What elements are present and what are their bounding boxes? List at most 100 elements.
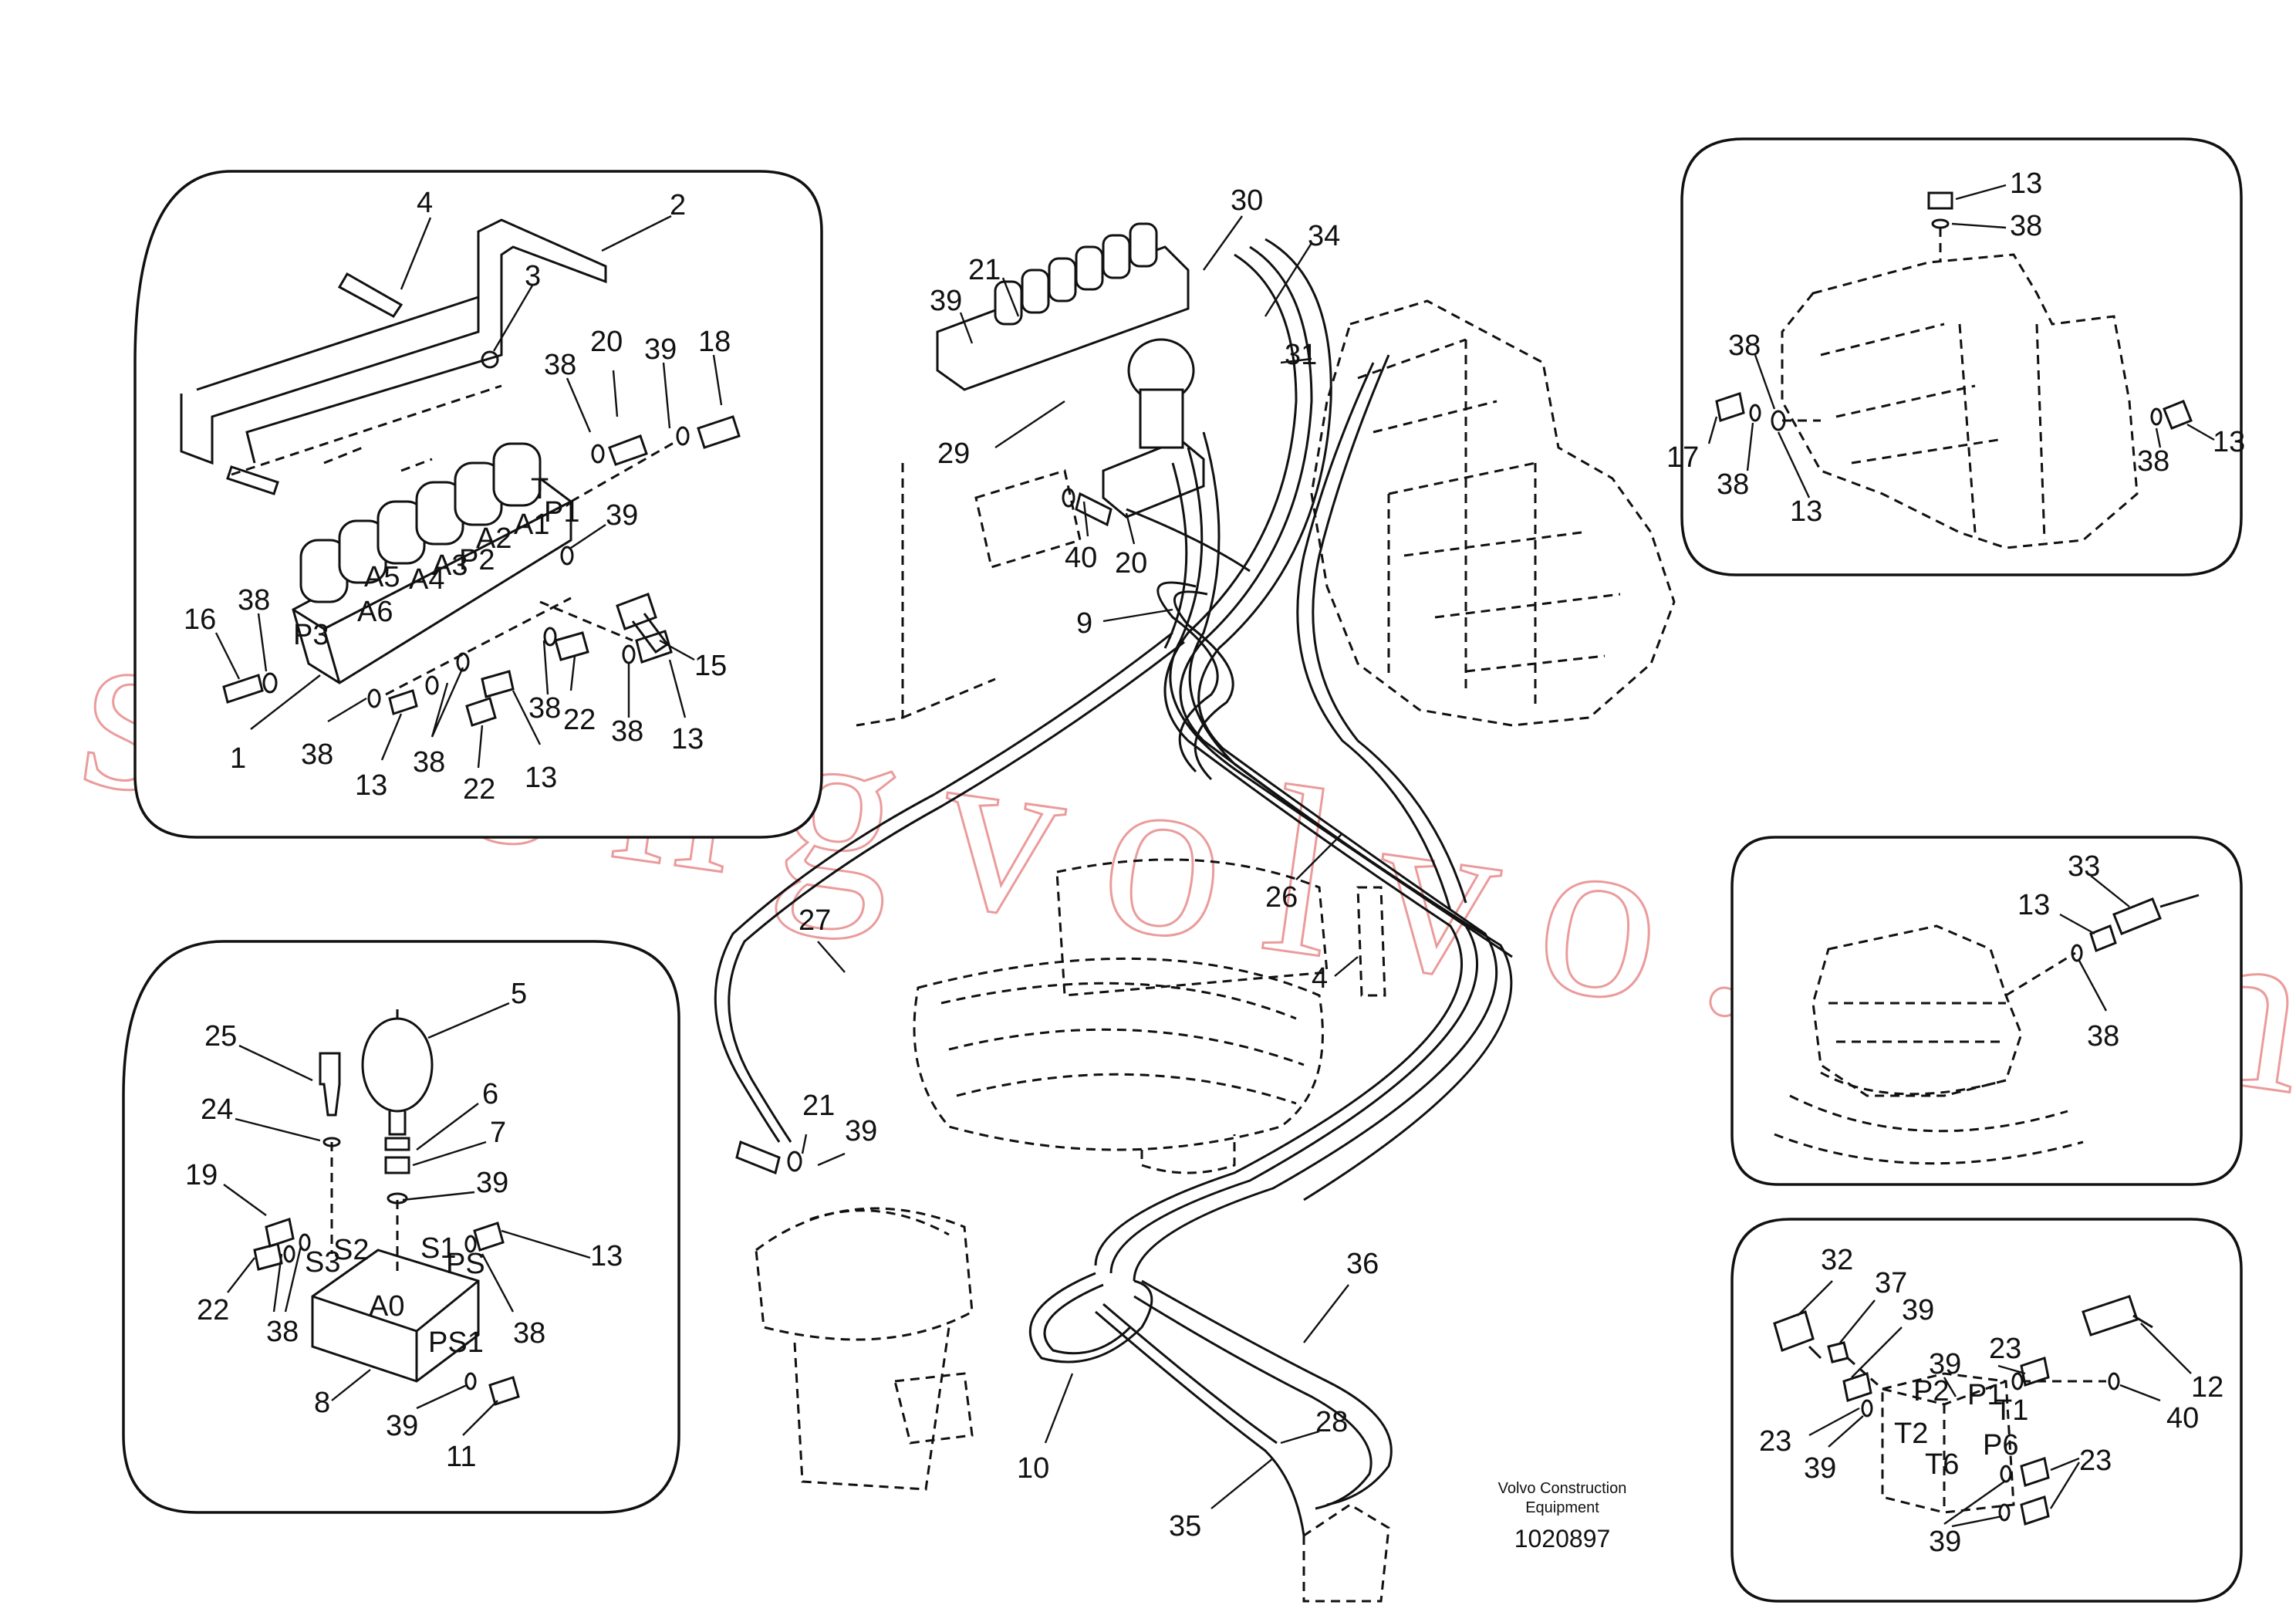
port-label-p2: P2 <box>459 544 495 576</box>
leaders-bottom-right <box>1797 1280 2192 1528</box>
callout-38: 38 <box>611 715 643 748</box>
callout-10: 10 <box>1017 1452 1049 1485</box>
solenoid-valve-assembly: P3 A6 A5 A4 A3 P2 A2 A1 P1 T <box>180 218 741 727</box>
port-label-a4: A4 <box>409 563 444 596</box>
callout-38: 38 <box>528 692 561 725</box>
callout-38: 38 <box>513 1317 545 1350</box>
leaders-center <box>801 215 1359 1509</box>
callout-37: 37 <box>1875 1267 1907 1299</box>
callout-27: 27 <box>799 904 831 937</box>
callout-13: 13 <box>671 723 704 755</box>
callout-40: 40 <box>1065 542 1097 574</box>
port-label-a0: A0 <box>369 1290 404 1323</box>
callout-38: 38 <box>2137 445 2169 478</box>
callout-4: 4 <box>1312 962 1328 995</box>
callout-38: 38 <box>1717 468 1749 501</box>
callout-33: 33 <box>2068 850 2100 883</box>
main-hose-routing <box>714 222 1676 1603</box>
callout-13: 13 <box>2010 167 2042 200</box>
callout-32: 32 <box>1821 1244 1853 1276</box>
accumulator-sphere <box>361 1017 434 1113</box>
callout-39: 39 <box>1929 1526 1961 1558</box>
callout-26: 26 <box>1265 881 1298 914</box>
leaders-top-right <box>1707 184 2215 498</box>
port-label-a5: A5 <box>364 561 400 593</box>
leaders-bottom-left <box>223 1002 591 1436</box>
port-label-a1: A1 <box>514 509 549 541</box>
callout-20: 20 <box>590 326 623 358</box>
callout-29: 29 <box>937 438 970 470</box>
callout-7: 7 <box>490 1117 506 1149</box>
leaders-middle-right <box>2059 875 2130 1012</box>
callout-38: 38 <box>266 1316 299 1348</box>
callout-38: 38 <box>301 738 333 771</box>
callout-24: 24 <box>201 1093 233 1126</box>
port-label-b-p2: P2 <box>1913 1375 1949 1407</box>
callout-1: 1 <box>230 742 246 775</box>
center-solenoid-coils <box>994 222 1158 326</box>
callout-11: 11 <box>446 1441 476 1473</box>
callout-4: 4 <box>417 187 433 219</box>
callout-39: 39 <box>845 1115 877 1147</box>
callout-22: 22 <box>463 773 495 806</box>
drawing-caption: Volvo Construction Equipment 1020897 <box>1498 1480 1627 1553</box>
callout-17: 17 <box>1666 441 1699 474</box>
callout-25: 25 <box>204 1020 237 1053</box>
callout-12: 12 <box>2191 1371 2223 1404</box>
company-name-line2: Equipment <box>1525 1499 1599 1516</box>
callout-39: 39 <box>1929 1348 1961 1380</box>
callout-13: 13 <box>525 762 557 794</box>
callout-labels: 4 2 3 38 20 39 18 39 16 38 15 1 38 13 38… <box>184 167 2245 1558</box>
callout-30: 30 <box>1231 184 1263 217</box>
callout-38: 38 <box>413 746 445 779</box>
callout-13: 13 <box>1790 495 1822 528</box>
callout-36: 36 <box>1346 1248 1379 1280</box>
callout-13: 13 <box>355 769 387 802</box>
callout-9: 9 <box>1076 607 1092 640</box>
port-label-b-t1: T1 <box>1994 1394 2028 1427</box>
callout-40: 40 <box>2166 1402 2199 1434</box>
solenoid-coils <box>299 442 542 603</box>
callout-39: 39 <box>606 499 638 532</box>
port-label-s1: S1 <box>420 1232 456 1265</box>
port-label-t: T <box>531 473 549 505</box>
leaders-top-left <box>214 215 723 769</box>
callout-20: 20 <box>1115 547 1147 580</box>
callout-5: 5 <box>511 978 527 1010</box>
callout-6: 6 <box>482 1078 498 1110</box>
callout-39: 39 <box>386 1410 418 1442</box>
callout-38: 38 <box>544 349 576 381</box>
port-label-s2: S2 <box>333 1234 369 1266</box>
port-label-b-t6: T6 <box>1925 1448 1959 1481</box>
port-label-b-t2: T2 <box>1894 1418 1928 1450</box>
callout-15: 15 <box>694 650 727 682</box>
callout-23: 23 <box>1759 1425 1791 1458</box>
port-label-b-p1: P1 <box>1967 1379 2003 1411</box>
callout-31: 31 <box>1285 339 1317 371</box>
callout-21: 21 <box>968 254 1001 286</box>
shuttle-valve-detail: P2 P1 T1 T2 T6 P6 <box>1773 1295 2153 1526</box>
control-valve-detail <box>1715 191 2193 549</box>
callout-39: 39 <box>1902 1294 1934 1326</box>
swing-motor-detail <box>1774 894 2200 1165</box>
company-name-line1: Volvo Construction <box>1498 1480 1627 1497</box>
port-label-ps1: PS1 <box>428 1326 484 1359</box>
drawing-number: 1020897 <box>1514 1525 1611 1553</box>
callout-13: 13 <box>2213 426 2245 458</box>
port-label-s3: S3 <box>305 1246 340 1279</box>
callout-22: 22 <box>563 704 596 736</box>
port-label-a2: A2 <box>476 522 512 555</box>
callout-39: 39 <box>644 333 677 366</box>
port-label-a3: A3 <box>432 549 468 582</box>
callout-39: 39 <box>476 1167 508 1199</box>
callout-22: 22 <box>197 1294 229 1326</box>
panel-bottom-left <box>122 940 680 1514</box>
callout-21: 21 <box>802 1090 835 1122</box>
port-label-b-p6: P6 <box>1983 1429 2018 1461</box>
callout-35: 35 <box>1169 1510 1201 1543</box>
callout-2: 2 <box>670 189 686 221</box>
callout-28: 28 <box>1315 1406 1348 1438</box>
callout-8: 8 <box>314 1387 330 1419</box>
callout-38: 38 <box>1728 329 1761 362</box>
